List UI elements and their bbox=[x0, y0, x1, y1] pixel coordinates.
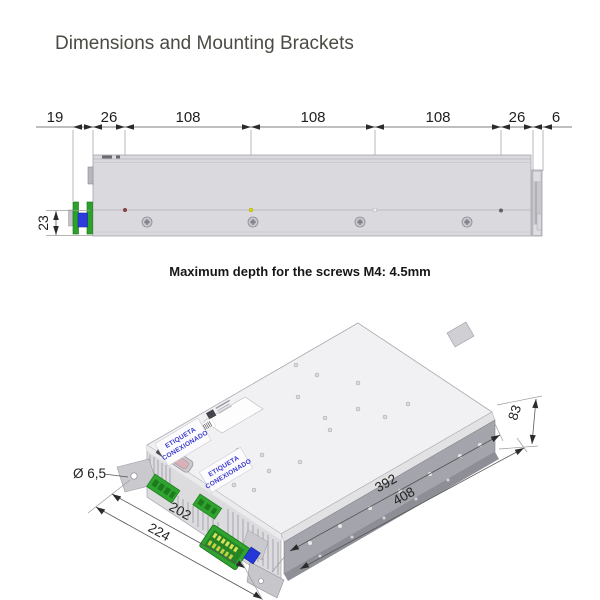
hole-dot-4 bbox=[499, 208, 503, 213]
bracket-foot-front bbox=[246, 561, 285, 599]
terminal-block-2 bbox=[192, 493, 223, 520]
hole-dot-1 bbox=[123, 208, 127, 212]
dim-23-label: 23 bbox=[35, 215, 51, 231]
dim-6-label: 6 bbox=[552, 109, 560, 126]
dim-83-label: 83 bbox=[505, 403, 524, 422]
page-title: Dimensions and Mounting Brackets bbox=[55, 33, 354, 54]
iso-view-drawing: ETIQUETA CONEXIONADO ETIQUETA CONEXIONAD… bbox=[73, 321, 543, 600]
chassis-side-view bbox=[68, 154, 543, 237]
rear-bracket-tab bbox=[446, 321, 475, 348]
hole-dot-2 bbox=[248, 207, 254, 213]
bracket-rail-holes bbox=[308, 443, 482, 558]
side-connector bbox=[68, 201, 93, 235]
power-connector-green bbox=[199, 524, 261, 570]
side-tab bbox=[87, 166, 94, 185]
terminal-block-1 bbox=[146, 473, 181, 504]
dim-108-3-label: 108 bbox=[425, 109, 450, 126]
mounting-hole-6-5 bbox=[130, 472, 138, 480]
dim-108-2-label: 108 bbox=[300, 109, 325, 126]
hole-dot-3 bbox=[372, 207, 378, 213]
dim-26-right-label: 26 bbox=[509, 109, 526, 126]
dim-19-label: 19 bbox=[47, 109, 64, 126]
screw-heads bbox=[141, 216, 473, 228]
dim-26-left-label: 26 bbox=[101, 109, 118, 126]
dim-hole-label: Ø 6,5 bbox=[73, 466, 106, 481]
side-view-dimension-lines: 19 26 108 108 108 26 6 bbox=[36, 109, 572, 209]
side-view-drawing: 19 26 108 108 108 26 6 bbox=[35, 109, 572, 237]
connector-blue-cap bbox=[243, 546, 261, 565]
dim-108-1-label: 108 bbox=[175, 109, 200, 126]
screw-depth-note: Maximum depth for the screws M4: 4.5mm bbox=[169, 264, 431, 279]
chassis-iso: ETIQUETA CONEXIONADO ETIQUETA CONEXIONAD… bbox=[116, 322, 499, 599]
dim-224-label: 224 bbox=[146, 520, 173, 544]
side-bracket-right bbox=[531, 169, 543, 237]
height-dimension-23: 23 bbox=[35, 210, 93, 236]
